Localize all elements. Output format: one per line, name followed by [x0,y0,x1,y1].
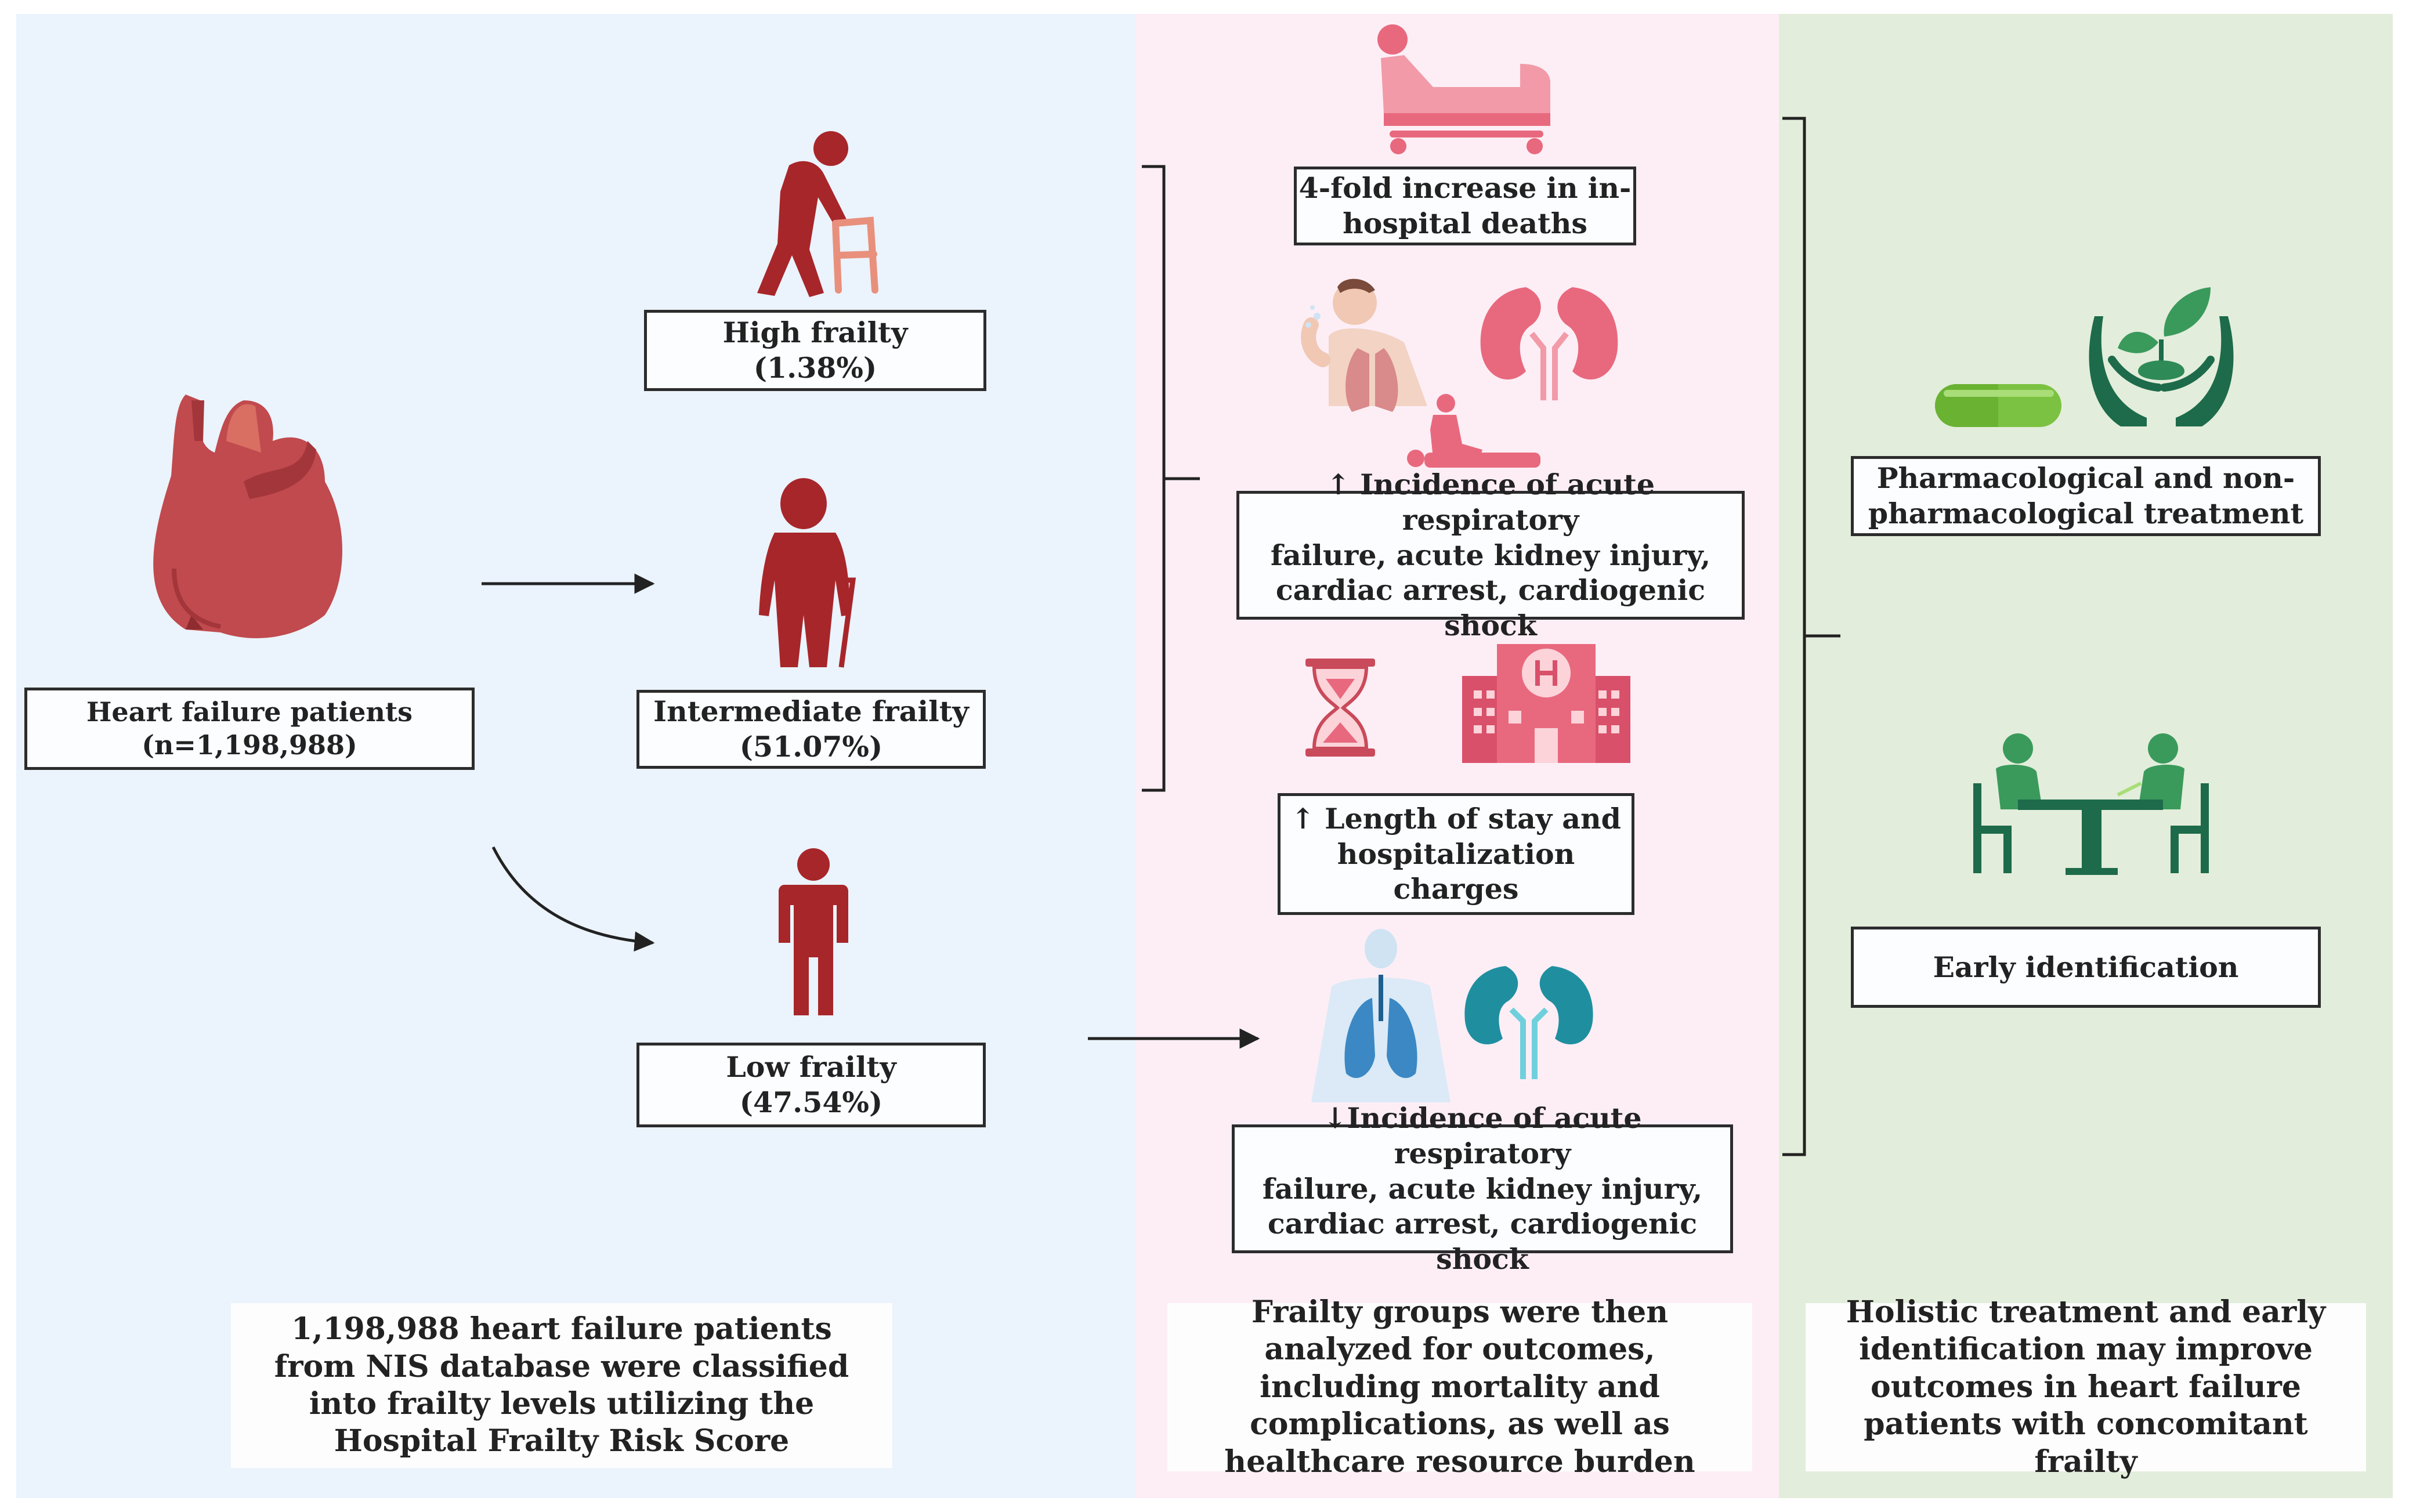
cpr-icon [1407,394,1540,468]
pill-icon [1935,384,2061,427]
caption-left: 1,198,988 heart failure patients from NI… [231,1303,892,1468]
caption-left-line1: 1,198,988 heart failure patients from NI… [274,1311,832,1384]
caption-left-line2: database were classified into frailty le… [309,1348,849,1421]
consultation-icon [1973,733,2209,875]
bracket-high-frailty [1142,165,1200,792]
treatment-line2: pharmacological treatment [1868,497,2304,530]
kidneys-icon [1480,287,1618,400]
caption-middle-line3: and complications, as well as [1250,1369,1670,1442]
intermediate-frailty-label: Intermediate frailty [653,694,969,729]
stay-line2: hospitalization charges [1337,837,1575,906]
low-frailty-label: Low frailty [726,1050,896,1084]
kidneys-teal-icon [1464,966,1593,1079]
hands-plant-icon [2089,287,2234,426]
caption-middle-line2: for outcomes, including mortality [1260,1332,1655,1405]
high-frailty-label: High frailty [722,316,908,350]
caption-middle-line1: Frailty groups were then analyzed [1251,1294,1669,1368]
high-frailty-percent: (1.38%) [753,351,877,385]
length-of-stay-box: ↑ Length of stay and hospitalization cha… [1278,793,1634,915]
patients-count: (n=1,198,988) [142,729,357,761]
patients-label: Heart failure patients [86,696,413,728]
treatment-line1: Pharmacological and non- [1876,461,2295,495]
caption-middle-line4: healthcare resource burden [1224,1444,1695,1480]
hourglass-icon [1305,659,1375,757]
deaths-line2: hospital deaths [1343,207,1587,240]
incidence-up-line3: cardiac arrest, cardiogenic shock [1275,573,1706,643]
caption-right-line3: outcomes in heart failure patients [1864,1369,2301,1442]
early-identification-label: Early identification [1933,950,2239,984]
incidence-up-line1: ↑ Incidence of acute respiratory [1326,468,1655,537]
heart-failure-patients-box: Heart failure patients (n=1,198,988) [24,688,475,770]
incidence-decrease-box: ↓Incidence of acute respiratory failure,… [1232,1101,1733,1276]
incidence-up-line2: failure, acute kidney injury, [1270,538,1711,572]
treatment-box: Pharmacological and non- pharmacological… [1851,456,2321,536]
caption-middle: Frailty groups were then analyzed for ou… [1167,1294,1752,1480]
hospital-bed-icon [1377,24,1550,154]
incidence-increase-box: ↑ Incidence of acute respiratory failure… [1236,468,1745,642]
high-frailty-box: High frailty (1.38%) [644,310,986,391]
caption-right-line1: Holistic treatment and early [1846,1294,2326,1330]
incidence-down-line1: ↓Incidence of acute respiratory [1323,1101,1642,1170]
caption-left-line3: utilizing the Hospital Frailty Risk Scor… [334,1386,815,1459]
human-lungs-icon [1311,929,1451,1102]
hospital-icon [1462,644,1630,763]
stay-line1: ↑ Length of stay and [1291,801,1621,835]
person-icon [779,848,848,1015]
incidence-down-line3: cardiac arrest, cardiogenic shock [1267,1207,1698,1276]
low-frailty-percent: (47.54%) [739,1086,883,1119]
caption-right-line2: identification may improve [1859,1332,2313,1368]
intermediate-frailty-box: Intermediate frailty (51.07%) [636,690,986,769]
in-hospital-deaths-box: 4-fold increase in in- hospital deaths [1294,167,1636,245]
elderly-walker-icon [757,131,878,297]
bracket-treatment [1782,117,1840,1156]
deaths-line1: 4-fold increase in in- [1298,171,1632,205]
low-frailty-box: Low frailty (47.54%) [636,1043,986,1127]
elderly-cane-icon [759,478,856,668]
caption-right: Holistic treatment and early identificat… [1806,1294,2366,1480]
panel-right [1779,14,2393,1498]
incidence-down-line2: failure, acute kidney injury, [1262,1171,1703,1206]
early-identification-box: Early identification [1851,927,2321,1008]
caption-right-line4: with concomitant frailty [2012,1406,2308,1480]
heart-icon [153,395,342,638]
coughing-lungs-icon [1301,278,1427,412]
arrow-to-low [491,846,655,952]
intermediate-frailty-percent: (51.07%) [739,730,883,764]
